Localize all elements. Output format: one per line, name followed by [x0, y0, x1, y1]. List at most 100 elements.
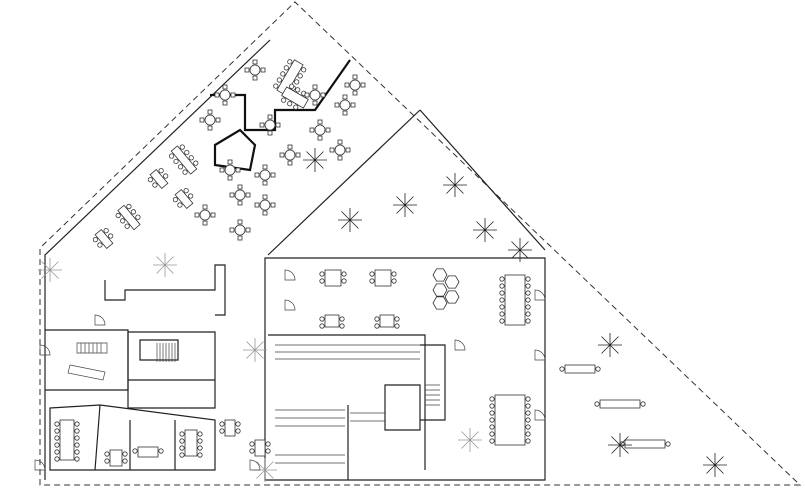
chair [489, 403, 495, 409]
chair [188, 193, 194, 199]
door-swing [284, 269, 296, 281]
plant-icon [338, 208, 362, 232]
chair [295, 87, 301, 93]
plants [38, 148, 727, 482]
chair [179, 452, 185, 458]
plant-leaves [458, 428, 482, 452]
chair [199, 117, 205, 123]
meeting-table [594, 399, 646, 409]
chair [341, 271, 347, 277]
round-table [234, 224, 246, 236]
chair [525, 438, 531, 444]
chair [179, 438, 185, 444]
tables [54, 59, 671, 467]
plant-leaves [608, 433, 632, 457]
table-top [379, 314, 395, 328]
chair [182, 169, 188, 175]
cafe-table [199, 109, 221, 131]
chair [270, 202, 276, 208]
plant-leaves [38, 258, 62, 282]
chair [287, 101, 293, 107]
chair [184, 149, 190, 156]
chair [281, 97, 287, 103]
chair [207, 125, 213, 131]
chair [559, 366, 565, 372]
chair [270, 172, 276, 178]
table-top [174, 188, 194, 210]
chair [525, 304, 531, 310]
chair [525, 290, 531, 296]
chair [337, 139, 343, 145]
chair [525, 417, 531, 423]
chair [287, 144, 293, 150]
chair [525, 297, 531, 303]
chair [262, 210, 268, 216]
chair [207, 109, 213, 115]
table-top [109, 449, 123, 467]
meeting-table [147, 168, 169, 190]
chair [297, 73, 303, 79]
chair [640, 401, 646, 407]
chair [194, 212, 200, 218]
chair [122, 458, 128, 464]
meeting-table [559, 364, 601, 374]
plant-icon [393, 193, 417, 217]
chair [499, 290, 505, 296]
chair [525, 403, 531, 409]
chair [276, 77, 282, 83]
chair [158, 168, 164, 174]
chair [74, 421, 80, 427]
round-table [259, 199, 271, 211]
meeting-table [179, 429, 203, 458]
cafe-table [219, 159, 241, 181]
chair [235, 421, 241, 427]
chair [130, 209, 136, 215]
chair [339, 316, 345, 322]
chair [345, 147, 351, 153]
plant-leaves [153, 253, 177, 277]
plant-icon [608, 433, 632, 457]
chair [188, 155, 194, 161]
plant-leaves [598, 333, 622, 357]
chair [339, 323, 345, 329]
chair [245, 192, 251, 198]
chair [489, 431, 495, 437]
door-swing [34, 459, 46, 471]
round-table [249, 64, 261, 76]
chair [265, 448, 271, 454]
meeting-table [281, 83, 309, 110]
chair [391, 271, 397, 277]
chair [74, 456, 80, 462]
door-swing [534, 409, 546, 421]
chair [54, 435, 60, 441]
chair [325, 127, 331, 133]
chair [173, 158, 179, 165]
table-top [276, 59, 304, 96]
meeting-table [489, 394, 531, 446]
chair [74, 435, 80, 441]
table-top [224, 419, 236, 437]
chair [525, 431, 531, 437]
door-swing [94, 314, 106, 326]
chair [525, 318, 531, 324]
round-table [199, 209, 211, 221]
chair [222, 100, 228, 106]
chair [235, 428, 241, 434]
auditorium-seating [275, 344, 420, 464]
door-swing [284, 299, 296, 311]
chair [287, 59, 293, 65]
chair [352, 90, 358, 96]
chair [275, 122, 281, 128]
meeting-table [115, 203, 141, 231]
hexagon-seat [444, 275, 460, 289]
chair [245, 227, 251, 233]
chair [344, 82, 350, 88]
chair [391, 278, 397, 284]
door-swing [454, 339, 466, 351]
table-top [324, 269, 342, 287]
cafe-table [194, 204, 216, 226]
table-top [184, 429, 198, 457]
chair [235, 167, 241, 173]
chair [317, 119, 323, 125]
plant-icon [473, 218, 497, 242]
